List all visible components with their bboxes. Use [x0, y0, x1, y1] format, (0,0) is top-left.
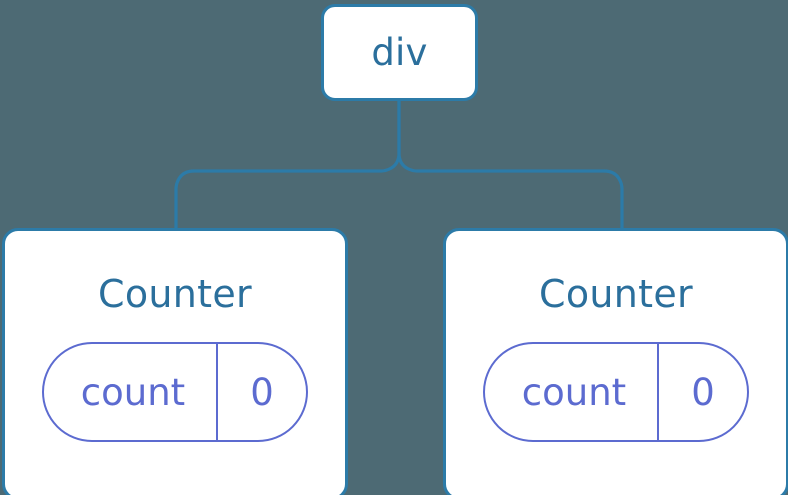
state-pill-right[interactable]: count 0	[483, 342, 749, 442]
connector-to-left-counter	[174, 99, 401, 232]
state-pill-left[interactable]: count 0	[42, 342, 308, 442]
state-value-left: 0	[250, 370, 274, 414]
node-counter-right-label: Counter	[539, 272, 693, 316]
connector-to-right-counter	[397, 99, 624, 232]
state-value-right: 0	[691, 370, 715, 414]
node-counter-right[interactable]: Counter count 0	[443, 228, 788, 495]
state-key-right: count	[485, 344, 659, 440]
state-key-left: count	[44, 344, 218, 440]
node-counter-left[interactable]: Counter count 0	[2, 228, 348, 495]
node-div-label: div	[371, 31, 428, 74]
node-div[interactable]: div	[321, 4, 478, 101]
node-counter-left-label: Counter	[98, 272, 252, 316]
